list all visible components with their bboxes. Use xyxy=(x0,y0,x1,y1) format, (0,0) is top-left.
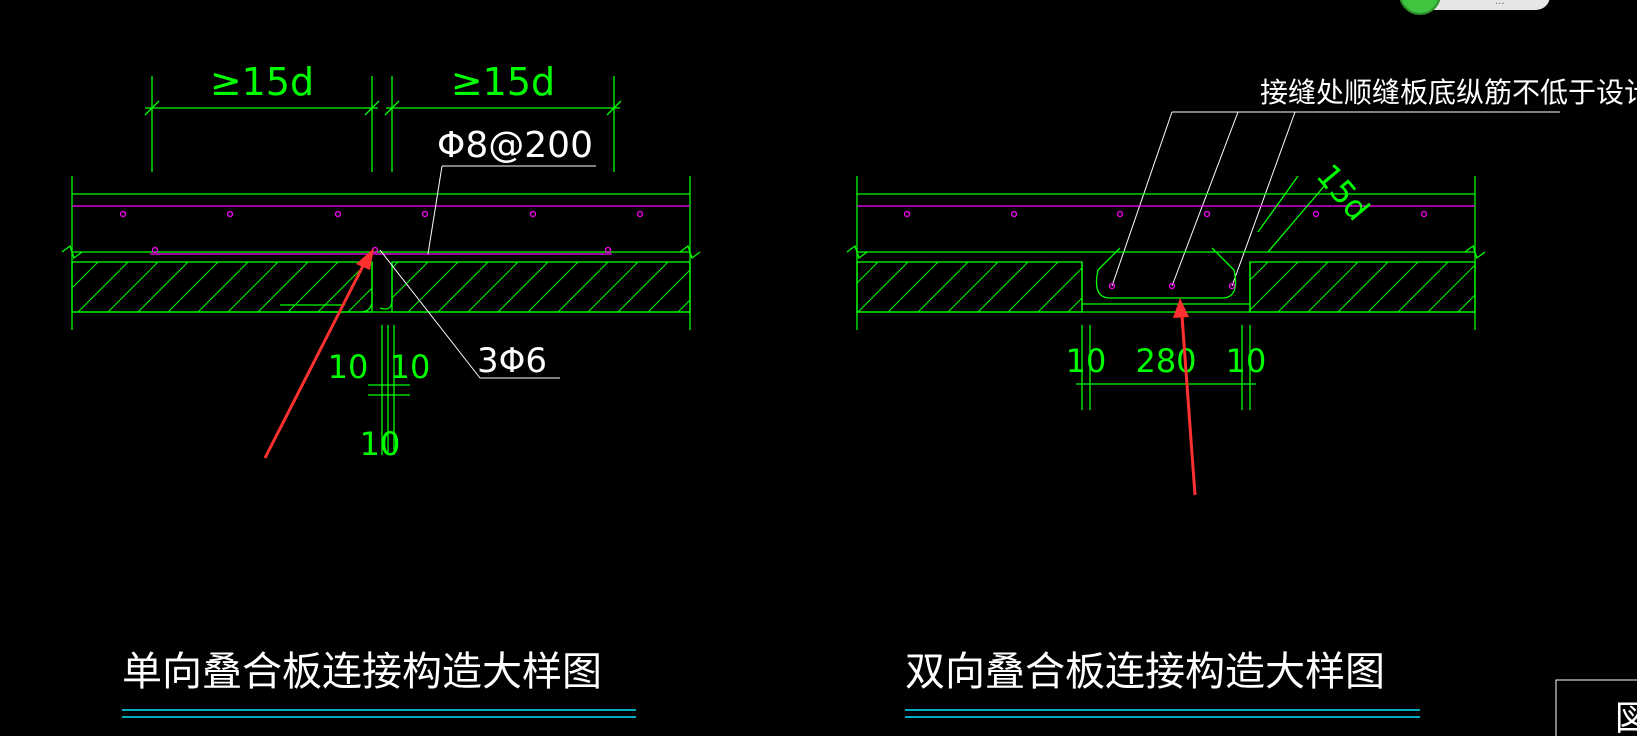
right-detail-note: 接缝处顺缝板底纵筋不低于设计配筋值 xyxy=(1260,76,1637,109)
right-hook-dim-label: 15d xyxy=(1309,157,1377,228)
right-red-arrow xyxy=(1173,298,1197,496)
right-note-leaders xyxy=(1111,111,1296,287)
toggle-label: ... xyxy=(1495,0,1505,7)
left-bar-leader xyxy=(379,249,560,379)
left-rebar-lines xyxy=(72,205,690,255)
left-rebar-label: Φ8@200 xyxy=(437,125,593,166)
right-bottom-dimension-lines xyxy=(1076,325,1256,410)
left-bar-label: 3Φ6 xyxy=(477,341,547,381)
left-dim-left-label: ≥15d xyxy=(210,60,314,104)
right-joint-trough xyxy=(1081,262,1251,312)
left-precast-panel-left xyxy=(71,261,373,313)
left-gap-dimension-lines xyxy=(368,325,410,455)
right-u-bar xyxy=(1095,247,1237,299)
left-detail: ≥15d ≥15d xyxy=(61,60,701,718)
right-hook-dimension xyxy=(1257,175,1327,253)
left-gap-bottom-label: 10 xyxy=(360,425,401,463)
left-dimension-lines xyxy=(144,76,622,172)
left-rebar-dots xyxy=(119,210,644,254)
corner-fragment-text: 図 xyxy=(1615,699,1637,736)
right-dim-right-label: 10 xyxy=(1226,342,1267,380)
left-red-arrow xyxy=(263,248,374,459)
corner-fragment: 図 xyxy=(1555,679,1637,736)
right-dim-left-label: 10 xyxy=(1066,342,1107,380)
right-detail-title: 双向叠合板连接构造大样图 xyxy=(905,649,1385,695)
toggle-widget[interactable]: ... xyxy=(1399,0,1550,15)
right-precast-panel-left xyxy=(856,261,1083,313)
left-rebar-leader xyxy=(427,165,596,255)
right-detail: 接缝处顺缝板底纵筋不低于设计配筋值 xyxy=(846,76,1637,718)
left-gap-right-label: 10 xyxy=(390,348,431,386)
left-precast-panel-right xyxy=(391,261,691,313)
right-rebar-dots xyxy=(903,210,1428,290)
left-detail-title: 单向叠合板连接构造大样图 xyxy=(122,649,602,695)
green-toggle-icon xyxy=(1399,0,1441,15)
left-gap-left-label: 10 xyxy=(328,348,369,386)
left-joint-bent-bars xyxy=(280,262,393,313)
left-dim-right-label: ≥15d xyxy=(451,60,555,104)
right-precast-panel-right xyxy=(1249,261,1476,313)
